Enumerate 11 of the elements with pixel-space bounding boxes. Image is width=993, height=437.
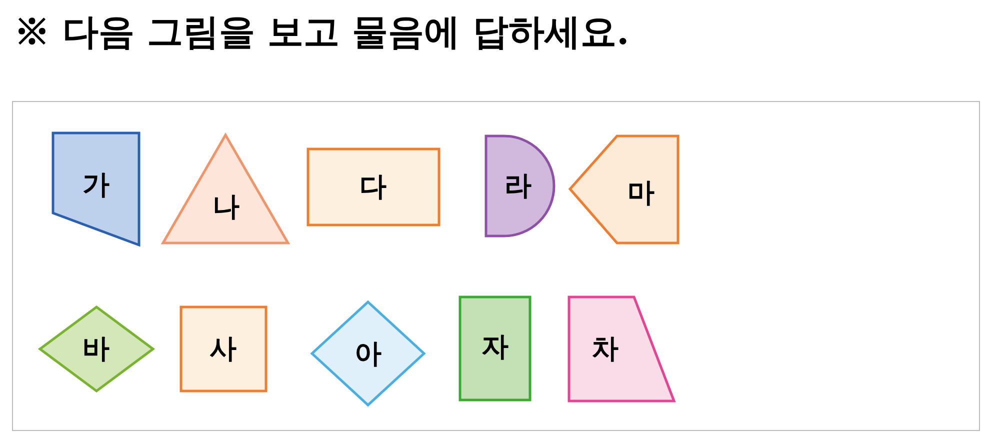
shape-letter: 마 <box>628 180 654 206</box>
shape-letter: 바 <box>82 336 110 362</box>
shape-letter: 아 <box>354 340 382 368</box>
shape-letter: 나 <box>212 194 240 220</box>
shape-letter: 라 <box>504 172 532 200</box>
shape-letter: 자 <box>482 334 508 360</box>
shape-letter: 차 <box>592 336 618 362</box>
shape-letter: 다 <box>360 174 386 200</box>
shape-letter: 가 <box>82 172 110 198</box>
instruction-heading: ※ 다음 그림을 보고 물음에 답하세요. <box>14 10 630 55</box>
shape-letter: 사 <box>210 336 236 362</box>
